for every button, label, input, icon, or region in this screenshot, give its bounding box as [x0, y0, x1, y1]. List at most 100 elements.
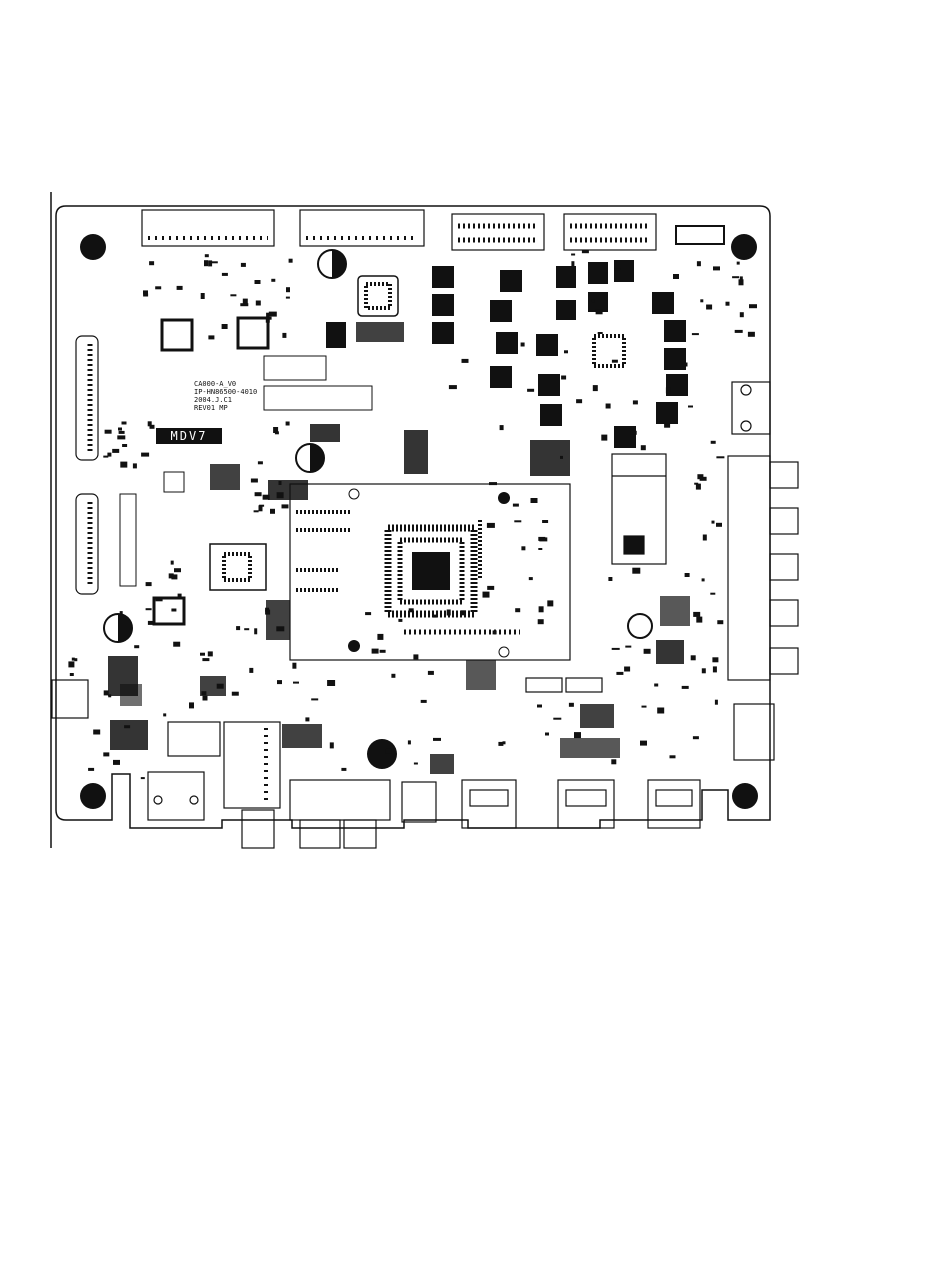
smd-part	[372, 649, 379, 654]
smd-part	[286, 297, 290, 299]
smd-part	[391, 674, 395, 678]
smd-part	[433, 615, 437, 618]
smd-part	[236, 626, 240, 630]
smd-part	[222, 273, 228, 276]
smd-part	[611, 759, 616, 764]
smd-part	[642, 706, 647, 708]
small-smd-parts	[68, 250, 757, 779]
smd-part	[688, 406, 693, 408]
smd-part	[598, 332, 603, 334]
smd-part	[712, 521, 715, 524]
smd-part	[266, 313, 269, 317]
bottom-hdmi-port-3	[648, 780, 700, 828]
bottom-card-slot	[224, 722, 280, 848]
smd-part	[641, 445, 646, 450]
smd-part	[700, 299, 703, 302]
label-box-3	[120, 494, 136, 586]
smd-part	[277, 492, 284, 498]
smd-part	[697, 261, 701, 266]
smd-part	[271, 279, 275, 282]
mounting-hole-top-left	[80, 234, 106, 260]
smd-part	[537, 705, 542, 708]
smd-part	[377, 634, 383, 640]
label-box-2	[264, 386, 372, 410]
smd-part	[561, 376, 566, 380]
board-logo-text: MDV7	[171, 429, 208, 443]
smd-part	[717, 620, 723, 624]
smd-part	[148, 421, 152, 426]
smd-part	[601, 435, 607, 441]
inductor-2	[238, 318, 268, 348]
right-usb-port	[734, 704, 774, 760]
smd-part	[243, 299, 248, 304]
silkscreen-line-2: IP-HN86500-4010	[194, 388, 257, 396]
smd-part	[259, 505, 263, 511]
smd-part	[273, 427, 278, 433]
smd-part	[365, 612, 371, 615]
smd-part	[711, 441, 716, 444]
smd-part	[120, 462, 127, 468]
smd-part	[670, 755, 676, 758]
smd-part	[269, 312, 277, 317]
smd-part	[330, 742, 334, 748]
right-side-jack	[732, 382, 770, 434]
smd-part	[232, 692, 239, 696]
smd-part	[386, 749, 392, 754]
smd-part	[255, 280, 261, 284]
smd-part	[68, 661, 74, 667]
capacitor-bottom	[367, 739, 397, 769]
smd-part	[539, 537, 547, 541]
smd-part	[122, 422, 127, 425]
smd-part	[258, 461, 263, 464]
smd-part	[673, 274, 679, 279]
smd-part	[553, 718, 561, 720]
smd-part	[189, 702, 194, 708]
smd-part	[685, 573, 690, 577]
smd-part	[341, 768, 346, 771]
smd-part	[539, 606, 544, 612]
smd-part	[200, 653, 205, 656]
smd-part	[691, 655, 696, 660]
smd-part	[93, 730, 100, 735]
smd-part	[177, 286, 183, 290]
smd-part	[493, 630, 497, 634]
smd-part	[155, 286, 161, 289]
smd-part	[664, 424, 670, 428]
label-box-4	[164, 472, 184, 492]
smd-part	[208, 260, 212, 266]
smd-part	[612, 360, 618, 363]
smd-part	[696, 617, 702, 623]
smd-part	[117, 435, 125, 439]
smd-part	[487, 586, 494, 590]
smd-part	[203, 696, 208, 701]
smd-part	[593, 385, 598, 391]
smd-part	[103, 752, 109, 756]
qfn-chip-top	[358, 276, 398, 316]
smd-part	[682, 363, 688, 367]
inductor-3	[154, 598, 184, 624]
smd-part	[433, 738, 441, 741]
smd-part	[640, 741, 647, 746]
smd-part	[612, 648, 620, 650]
smd-part	[421, 700, 427, 703]
smd-part	[398, 619, 402, 622]
smd-part	[608, 577, 612, 581]
smd-part	[542, 520, 548, 523]
smd-part	[293, 682, 299, 684]
smd-part	[735, 330, 743, 333]
smd-part	[682, 686, 689, 689]
smd-part	[576, 399, 582, 403]
smd-part	[447, 610, 451, 616]
smd-part	[515, 608, 520, 612]
smd-part	[174, 568, 181, 572]
smd-part	[74, 658, 77, 661]
smd-part	[483, 592, 490, 598]
smd-part	[241, 263, 246, 267]
smd-part	[740, 276, 743, 281]
smd-part	[70, 673, 74, 676]
smd-part	[514, 520, 521, 522]
silkscreen-line-1: CA000-A_V0	[194, 380, 236, 388]
smd-part	[270, 509, 275, 514]
smd-part	[208, 335, 214, 339]
